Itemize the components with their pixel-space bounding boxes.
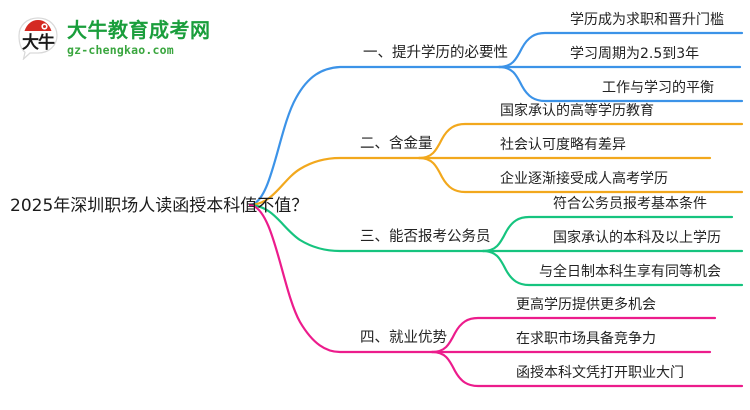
site-logo: 大牛 大牛教育成考网 gz-chengkao.com	[16, 10, 216, 66]
leaf-label-3-3[interactable]: 与全日制本科生享有同等机会	[539, 264, 721, 280]
logo-mark: 大牛	[16, 16, 60, 60]
branch-2-connectors	[248, 122, 744, 207]
branch-1-connectors	[248, 31, 744, 207]
leaf-label-4-3[interactable]: 函授本科文凭打开职业大门	[516, 365, 684, 381]
leaf-label-1-1[interactable]: 学历成为求职和晋升门槛	[570, 12, 724, 28]
logo-mark-text: 大牛	[22, 33, 55, 53]
leaf-label-2-3[interactable]: 企业逐渐接受成人高考学历	[500, 171, 668, 187]
logo-wordmark: 大牛教育成考网 gz-chengkao.com	[67, 20, 211, 57]
branch-label-3[interactable]: 三、能否报考公务员	[360, 229, 491, 245]
branch-3-connectors	[248, 203, 744, 287]
leaf-label-3-2[interactable]: 国家承认的本科及以上学历	[553, 230, 721, 246]
leaf-label-1-2[interactable]: 学习周期为2.5到3年	[570, 46, 700, 62]
leaf-label-2-2[interactable]: 社会认可度略有差异	[500, 137, 626, 153]
leaf-label-1-3[interactable]: 工作与学习的平衡	[602, 80, 714, 96]
branch-4-connectors	[248, 203, 744, 388]
logo-title: 大牛教育成考网	[67, 17, 211, 42]
leaf-label-3-1[interactable]: 符合公务员报考基本条件	[553, 196, 707, 212]
leaf-label-4-2[interactable]: 在求职市场具备竞争力	[516, 331, 656, 347]
leaf-label-4-1[interactable]: 更高学历提供更多机会	[516, 297, 656, 313]
speech-bubble-icon	[18, 17, 58, 60]
mindmap-root-topic: 2025年深圳职场人读函授本科值不值？	[10, 196, 309, 216]
branch-label-4[interactable]: 四、就业优势	[360, 330, 447, 346]
branch-label-1[interactable]: 一、提升学历的必要性	[363, 45, 508, 61]
branch-label-2[interactable]: 二、含金量	[360, 136, 433, 152]
leaf-label-2-1[interactable]: 国家承认的高等学历教育	[500, 103, 654, 119]
logo-subtitle: gz-chengkao.com	[67, 42, 174, 57]
